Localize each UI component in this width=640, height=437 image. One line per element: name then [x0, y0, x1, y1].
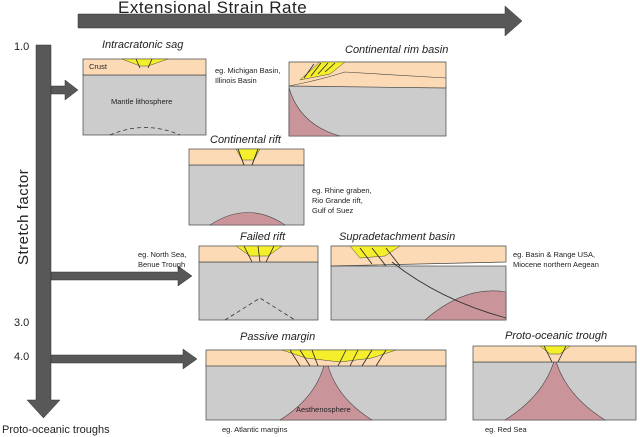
branch-arrow-3: [50, 348, 198, 370]
stretch-factor-label: Stretch factor: [15, 169, 32, 265]
failed-example-1: eg. North Sea,: [138, 250, 186, 259]
proto-oceanic-label: Proto-oceanic troughs: [2, 424, 110, 436]
stretch-factor-arrow: Stretch factor 1.0 3.0 4.0 Proto-oceanic…: [2, 41, 198, 436]
failed-example-2: Benue Trough: [138, 260, 185, 269]
proto-title: Proto-oceanic trough: [505, 330, 607, 342]
intracratonic-mantle-label: Mantle lithosphere: [111, 97, 172, 106]
intracratonic-example-1: eg. Michigan Basin,: [215, 66, 280, 75]
strain-rate-arrow: Extensional Strain Rate: [77, 0, 523, 37]
rim-faults: [303, 62, 336, 79]
passive-example: eg. Atlantic margins: [222, 425, 288, 434]
branch-arrow-1: [50, 79, 79, 101]
tick-3-label: 3.0: [14, 317, 29, 329]
intracratonic-dashed-dome: [109, 127, 181, 136]
rift-example-3: Gulf of Suez: [312, 206, 354, 215]
supra-example-2: Miocene northern Aegean: [513, 260, 599, 269]
intracratonic-sediment: [121, 58, 169, 67]
passive-title: Passive margin: [240, 331, 315, 343]
stretch-arrow-shape: [26, 44, 61, 419]
intracratonic-mantle: [82, 74, 207, 136]
supra-detachment: [391, 261, 507, 319]
intracratonic-title: Intracratonic sag: [102, 39, 184, 51]
intracratonic-crust-label: Crust: [89, 62, 108, 71]
proto-faults: [543, 345, 567, 363]
intracratonic-faults: [135, 58, 153, 69]
rim-title: Continental rim basin: [345, 44, 448, 56]
tick-4-label: 4.0: [14, 351, 29, 363]
rift-faults: [237, 148, 259, 166]
passive-faults: [289, 349, 387, 367]
proto-example: eg. Red Sea: [485, 425, 528, 434]
rift-example-1: eg. Rhine graben,: [312, 186, 372, 195]
supra-example-1: eg. Basin & Range USA,: [513, 250, 595, 259]
branch-arrow-2: [50, 265, 193, 287]
rift-title: Continental rift: [210, 134, 282, 146]
rift-example-2: Rio Grande rift,: [312, 196, 363, 205]
panel-continental-rim: Continental rim basin: [288, 44, 448, 137]
passive-sediment: [281, 349, 397, 363]
supra-asthenosphere: [424, 290, 507, 321]
panel-failed-rift: Failed rift eg. North Sea, Benue Trough: [138, 231, 319, 321]
failed-faults: [243, 245, 275, 263]
panel-continental-rift: Continental rift eg. Rhine graben, Rio G…: [188, 134, 372, 226]
panel-intracratonic-sag: Intracratonic sag Crust Mantle lithosphe…: [82, 39, 280, 136]
panel-supradetachment: Supradetachment basin eg. Basin & Range …: [330, 231, 599, 321]
panel-passive-margin: Passive margin Aesthenosphere eg. Atlant…: [205, 331, 447, 434]
tick-1-label: 1.0: [14, 41, 29, 53]
strain-rate-label: Extensional Strain Rate: [118, 0, 307, 17]
supra-title: Supradetachment basin: [339, 231, 455, 243]
rim-asthenosphere: [288, 87, 341, 137]
rift-asthenosphere: [208, 212, 286, 226]
intracratonic-example-2: Illinois Basin: [215, 76, 257, 85]
failed-mantle: [198, 261, 319, 321]
failed-title: Failed rift: [240, 231, 286, 243]
supra-faults: [359, 247, 401, 267]
rim-boundary: [288, 71, 447, 87]
asthenosphere-label: Aesthenosphere: [296, 405, 351, 414]
panel-proto-oceanic: Proto-oceanic trough eg. Red Sea: [472, 330, 637, 434]
strain-rate-arrow-shape: [77, 5, 523, 37]
